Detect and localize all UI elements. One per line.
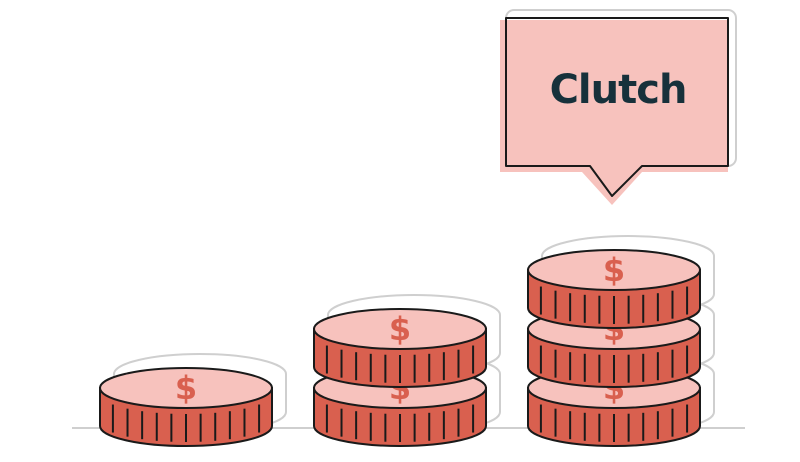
coin-face [99,367,273,409]
stack-3: $$$ [527,235,715,447]
coin-ridges [111,404,261,442]
dollar-sign-icon: $ [603,251,625,289]
coin-ridges [539,286,689,324]
speech-bubble-icon [500,9,737,205]
coin-face [313,308,487,350]
coin-face [527,249,701,291]
brand-logo-text: Clutch [549,67,688,113]
stack-3-coin-3: $ [527,235,715,329]
coin-ridges [539,345,689,383]
stack-1: $ [99,353,287,447]
dollar-sign-icon: $ [175,369,197,407]
stack-1-coin-1: $ [99,353,287,447]
coin-ridges [325,404,475,442]
dollar-sign-icon: $ [389,310,411,348]
coin-ridges [325,345,475,383]
coin-ridges [539,404,689,442]
stack-2-coin-2: $ [313,294,501,388]
stack-2: $$ [313,294,501,447]
